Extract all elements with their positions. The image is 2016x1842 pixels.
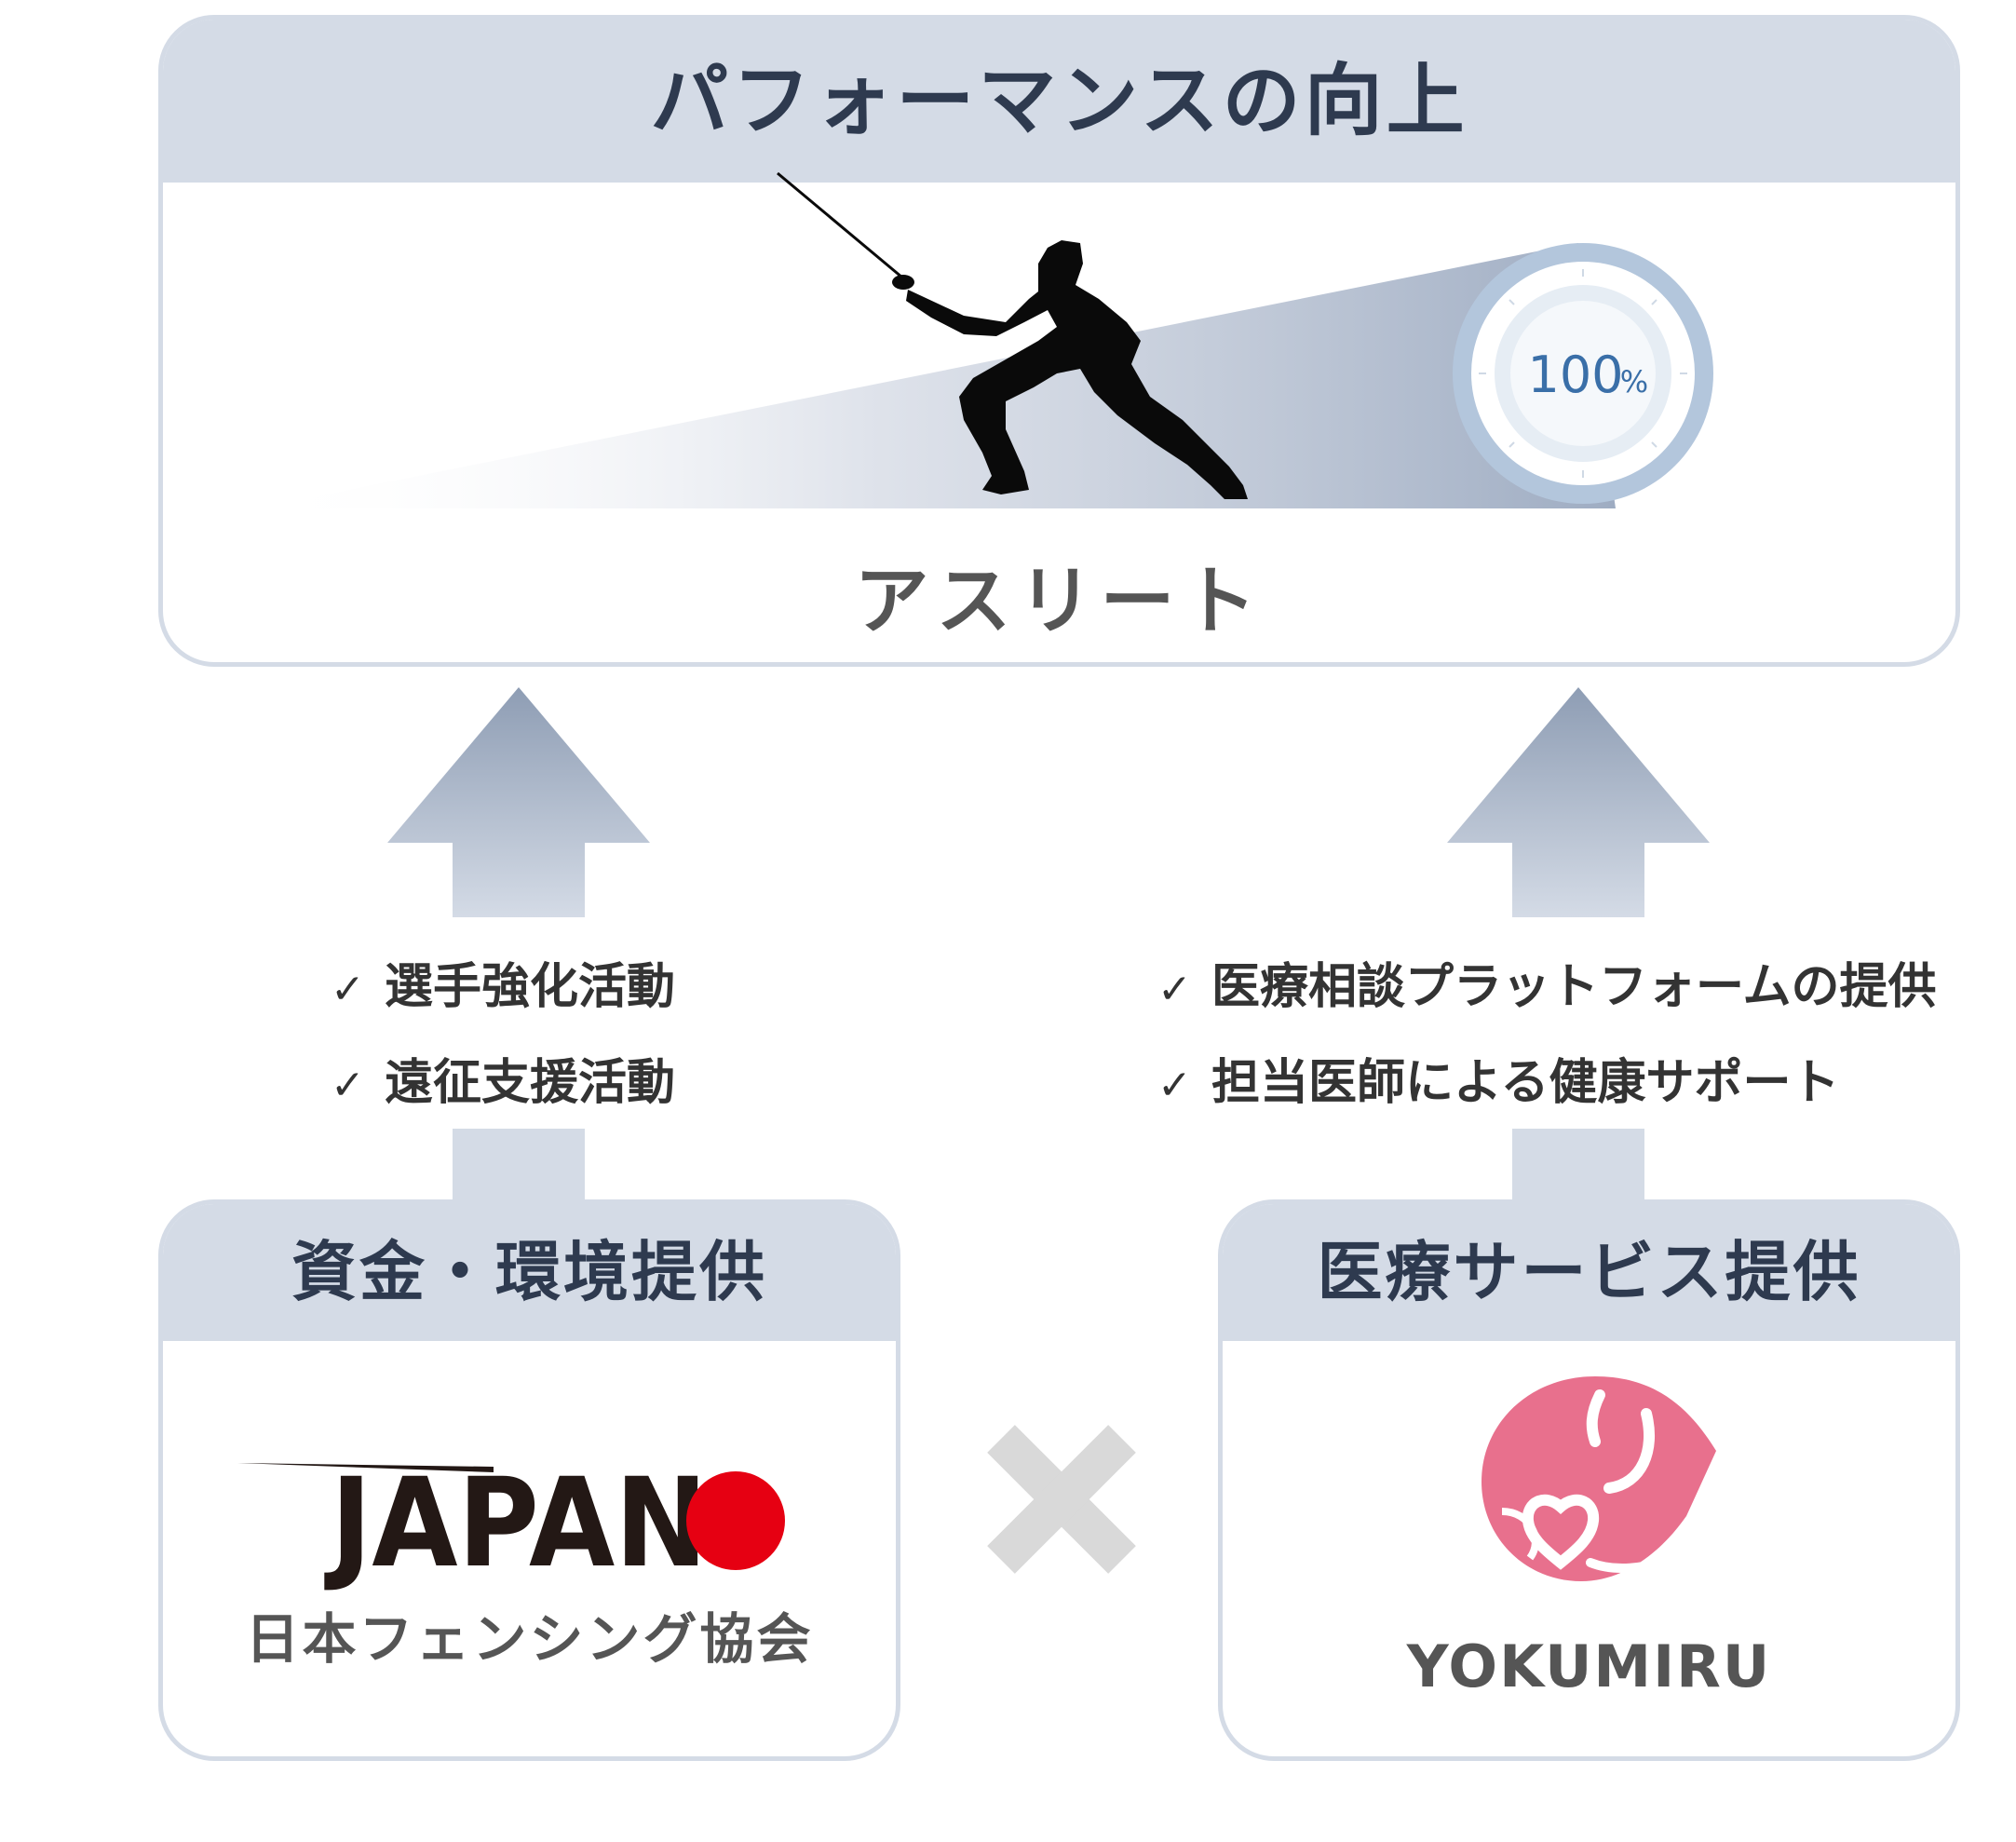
athlete-illustration: 100 %: [256, 171, 1713, 508]
performance-card: パフォーマンスの向上: [158, 15, 1960, 667]
federation-name: 日本フェンシング協会: [245, 1607, 814, 1671]
list-item: ✓遠征支援活動: [331, 1036, 675, 1132]
check-icon: ✓: [331, 1062, 365, 1109]
japan-logo: JAPAN: [237, 1452, 785, 1595]
check-icon: ✓: [1157, 966, 1192, 1013]
check-icon: ✓: [1157, 1062, 1192, 1109]
gauge-unit: %: [1620, 364, 1648, 400]
progress-beam: [256, 243, 1616, 508]
check-icon: ✓: [331, 966, 365, 1013]
gauge-value: 100: [1527, 345, 1623, 404]
medical-title: 医療サービス提供: [1223, 1204, 1955, 1341]
rising-sun-icon: [686, 1471, 785, 1570]
funding-title: 資金・環境提供: [163, 1204, 896, 1341]
medical-card: 医療サービス提供 YOKUMIRU: [1218, 1199, 1960, 1761]
funding-card: 資金・環境提供 JAPAN 日本フェンシング協会: [158, 1199, 900, 1761]
performance-title: パフォーマンスの向上: [163, 20, 1955, 183]
athlete-label: アスリート: [854, 558, 1265, 644]
left-up-arrow: [387, 687, 650, 917]
left-arrow-stem: [453, 1129, 585, 1203]
cross-icon: [987, 1425, 1136, 1574]
yokumiru-name: YOKUMIRU: [1406, 1632, 1772, 1700]
right-up-arrow: [1447, 687, 1710, 917]
list-item: ✓医療相談プラットフォームの提供: [1157, 941, 1936, 1036]
right-arrow-stem: [1512, 1129, 1644, 1203]
list-item: ✓担当医師による健康サポート: [1157, 1036, 1936, 1132]
japan-logo-text: JAPAN: [324, 1452, 708, 1595]
yokumiru-logo-icon: [1482, 1376, 1716, 1581]
gauge: 100 %: [1453, 243, 1713, 504]
right-benefits-list: ✓医療相談プラットフォームの提供 ✓担当医師による健康サポート: [1157, 941, 1936, 1132]
left-benefits-list: ✓選手強化活動 ✓遠征支援活動: [331, 941, 675, 1132]
fencer-icon: [777, 171, 1248, 499]
list-item: ✓選手強化活動: [331, 941, 675, 1036]
